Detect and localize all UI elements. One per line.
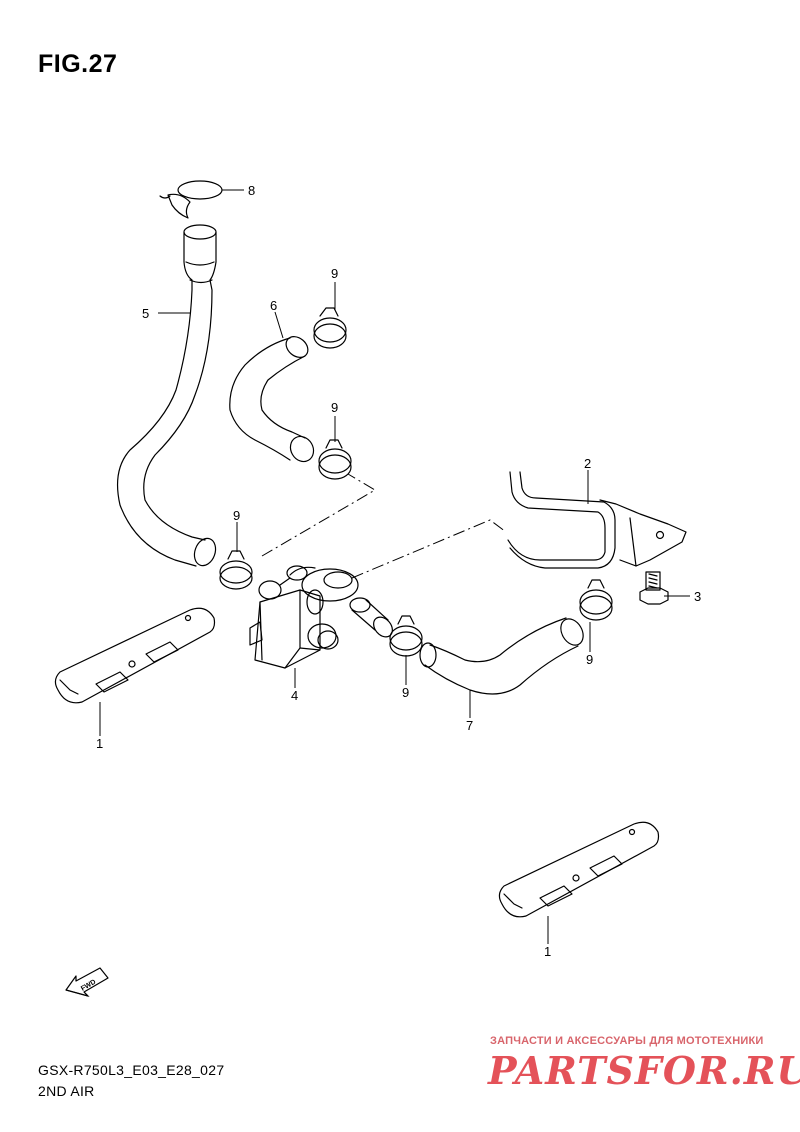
part-3-bolt — [639, 571, 669, 605]
part-9-clamp-c — [219, 550, 253, 590]
callout-part-9-a: 9 — [331, 266, 338, 281]
part-9-clamp-b — [318, 439, 352, 480]
part-9-clamp-a — [313, 307, 347, 349]
watermark-tagline: ЗАПЧАСТИ И АКСЕССУАРЫ ДЛЯ МОТОТЕХНИКИ — [490, 1035, 764, 1047]
fwd-arrow-icon: FWD — [65, 967, 109, 997]
watermark-logo: PARTSFOR.RU — [488, 1048, 800, 1093]
part-6-hose — [229, 336, 315, 463]
callout-part-1-left: 1 — [96, 736, 103, 751]
callout-part-3: 3 — [694, 589, 701, 604]
callout-part-9-d: 9 — [402, 685, 409, 700]
section-name: 2ND AIR — [38, 1083, 95, 1099]
leader-lines — [99, 189, 690, 944]
part-4-valve — [249, 565, 393, 669]
part-9-clamp-e — [579, 579, 613, 621]
callout-part-9-e: 9 — [586, 652, 593, 667]
figure-title: FIG.27 — [38, 50, 118, 78]
assembly-lines — [261, 473, 507, 579]
callout-part-2: 2 — [584, 456, 591, 471]
callout-part-5: 5 — [142, 306, 149, 321]
part-1-pad-right — [498, 821, 660, 918]
part-1-pad-left — [54, 607, 216, 704]
callout-part-4: 4 — [291, 688, 298, 703]
part-9-clamp-d — [389, 615, 423, 657]
callout-part-1-right: 1 — [544, 944, 551, 959]
callout-part-9-c: 9 — [233, 508, 240, 523]
part-2-pipe — [507, 471, 687, 569]
part-7-hose — [419, 617, 584, 695]
callout-part-9-b: 9 — [331, 400, 338, 415]
model-code: GSX-R750L3_E03_E28_027 — [38, 1062, 225, 1078]
callout-part-6: 6 — [270, 298, 277, 313]
callout-part-8: 8 — [248, 183, 255, 198]
callout-part-7: 7 — [466, 718, 473, 733]
part-8-clip — [159, 180, 223, 219]
part-5-hose — [117, 224, 217, 567]
